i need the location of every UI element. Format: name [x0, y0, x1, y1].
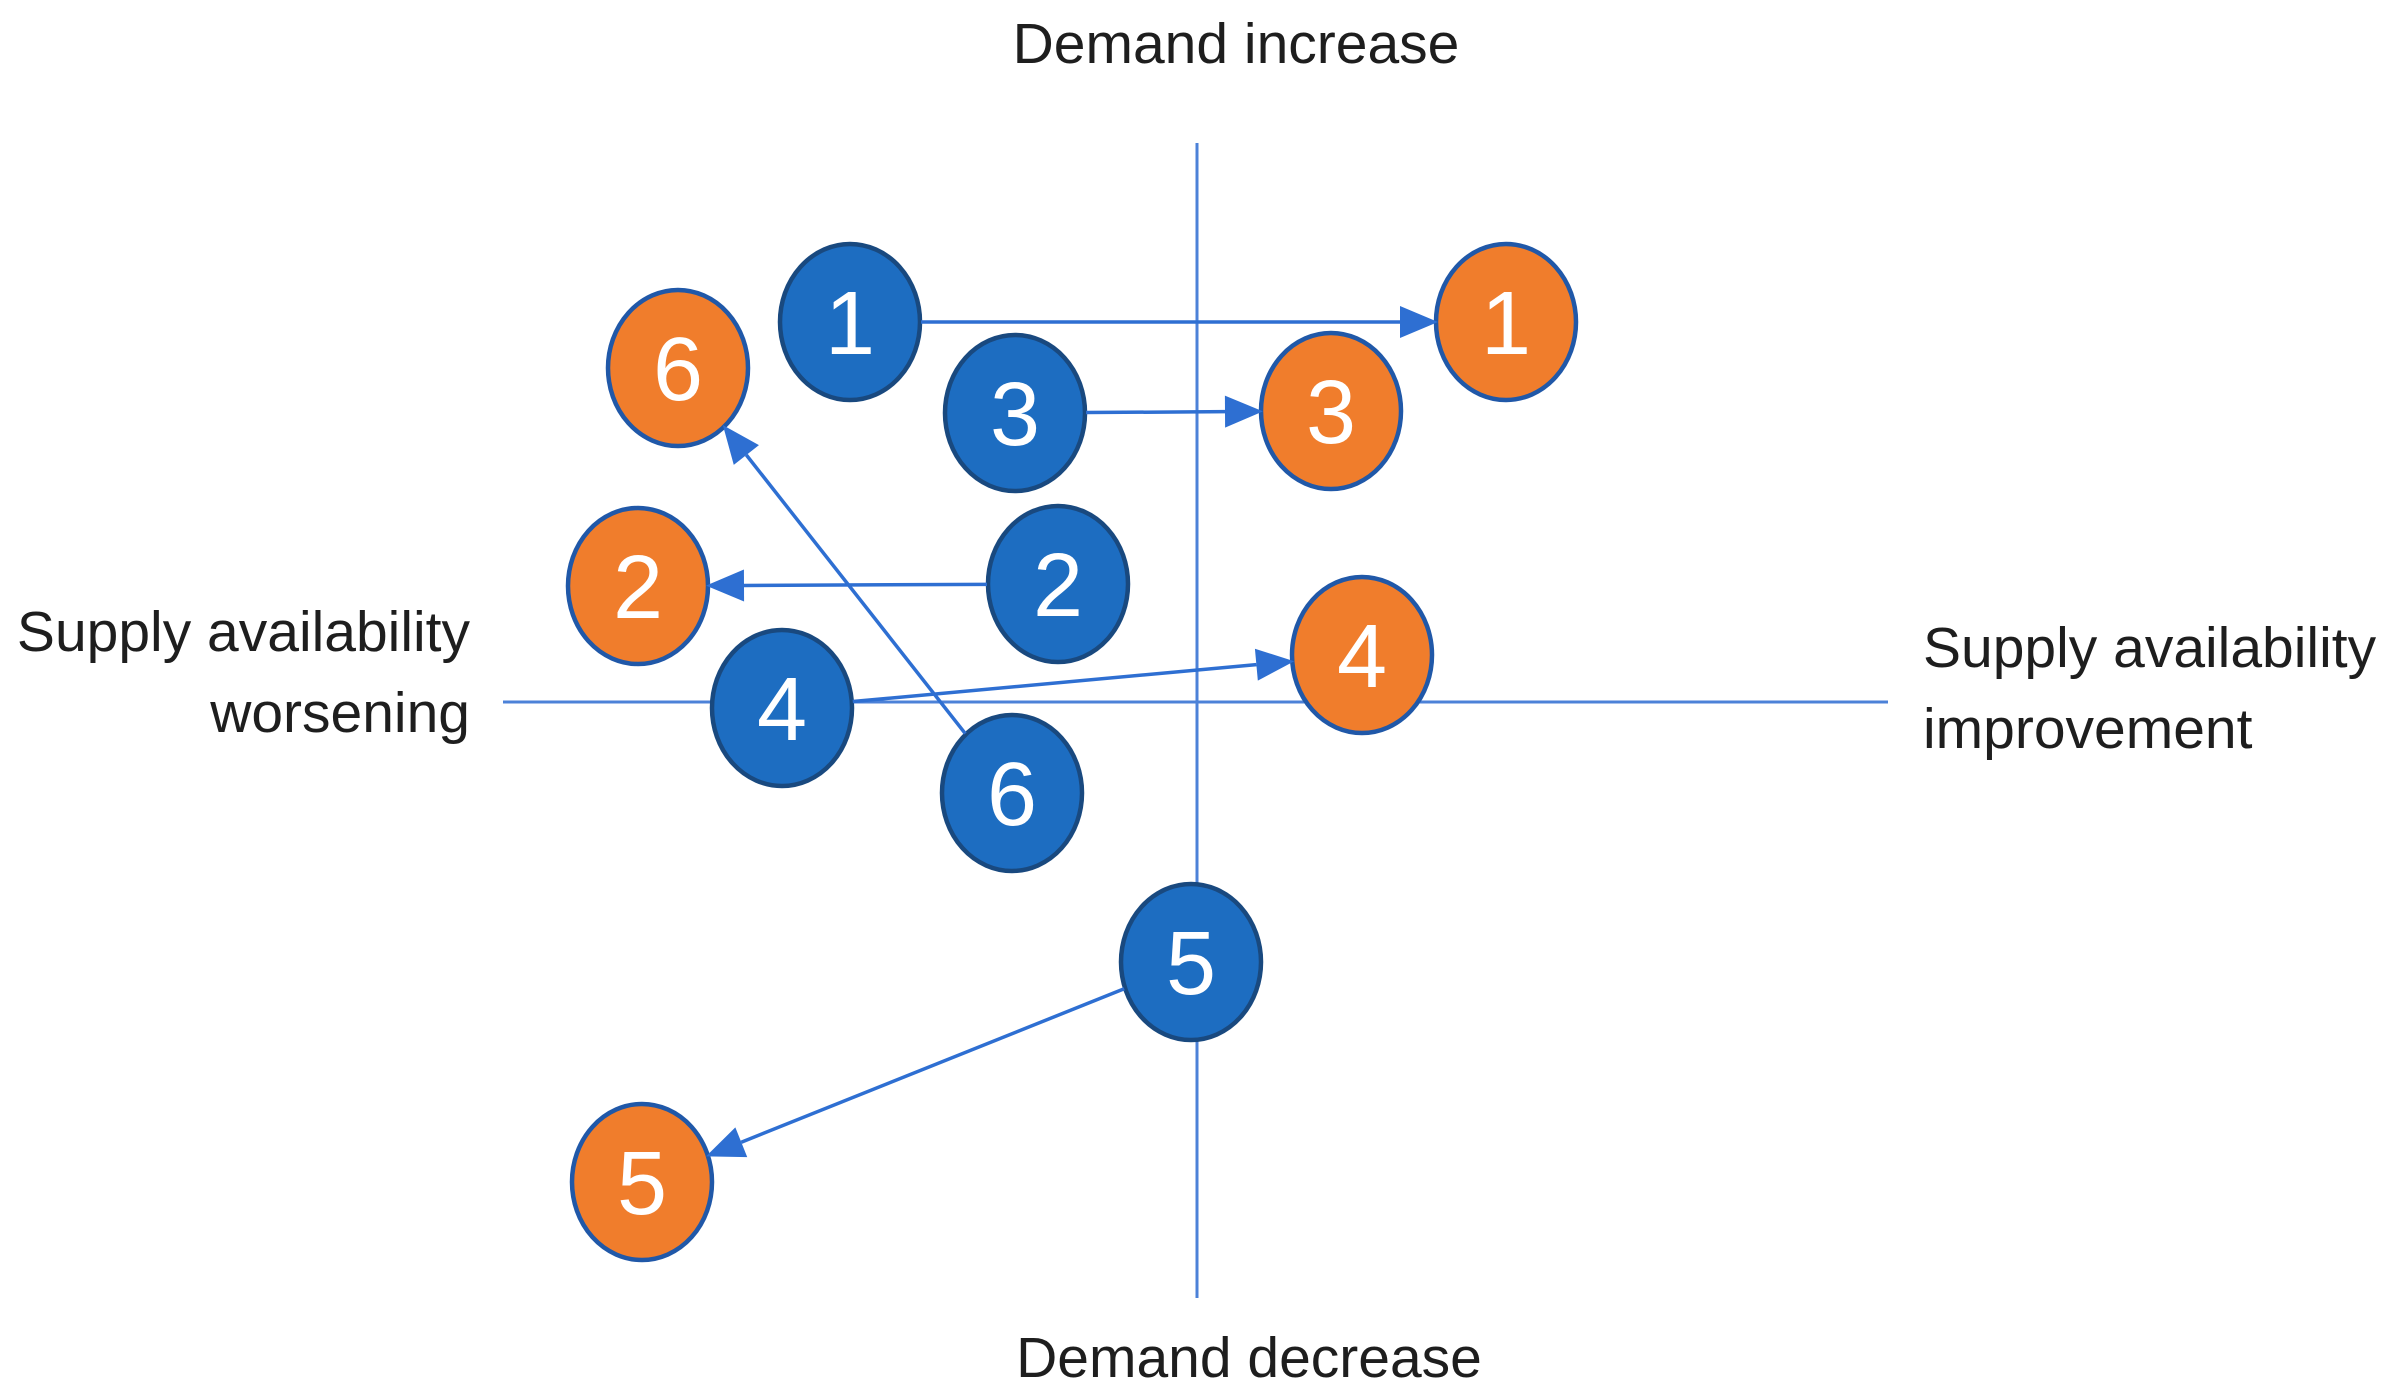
- axis-label-line-2: improvement: [1923, 696, 2253, 761]
- arrowhead-blue-5-to-orange-5: [706, 1127, 748, 1158]
- axis-label-supply-worsening: Supply availability worsening: [17, 592, 470, 754]
- node-label-blue-3: 3: [990, 365, 1040, 465]
- node-label-orange-1: 1: [1481, 274, 1531, 374]
- node-label-orange-3: 3: [1306, 363, 1356, 463]
- node-blue-2: [985, 503, 1131, 665]
- node-orange-6: [605, 287, 751, 449]
- node-label-blue-5: 5: [1166, 914, 1216, 1014]
- axis-label-supply-improvement: Supply availability improvement: [1923, 608, 2376, 770]
- node-label-orange-6: 6: [653, 320, 703, 420]
- axis-label-line-1: Supply availability: [1923, 616, 2377, 680]
- arrow-line-blue-2-to-orange-2: [743, 582, 988, 588]
- arrow-line-blue-6-to-orange-6: [744, 453, 967, 735]
- axis-label-demand-increase: Demand increase: [1012, 12, 1460, 76]
- node-blue-3: [942, 332, 1088, 494]
- arrowhead-blue-2-to-orange-2: [705, 569, 745, 602]
- node-label-orange-5: 5: [617, 1134, 667, 1234]
- node-label-blue-2: 2: [1033, 536, 1083, 636]
- node-blue-4: [709, 627, 855, 789]
- arrowhead-blue-3-to-orange-3: [1224, 395, 1264, 428]
- node-blue-5: [1118, 881, 1264, 1043]
- node-blue-6: [939, 712, 1085, 874]
- axis-label-line-2: worsening: [210, 680, 470, 745]
- arrow-line-blue-5-to-orange-5: [740, 987, 1125, 1144]
- node-label-orange-4: 4: [1337, 607, 1387, 707]
- arrow-line-blue-4-to-orange-4: [852, 662, 1257, 704]
- axis-label-demand-decrease: Demand decrease: [1016, 1326, 1482, 1390]
- arrowhead-blue-6-to-orange-6: [722, 425, 759, 465]
- node-label-blue-1: 1: [825, 274, 875, 374]
- arrowhead-blue-1-to-orange-1: [1400, 306, 1438, 338]
- node-blue-1: [777, 241, 923, 403]
- arrow-line-blue-3-to-orange-3: [1085, 409, 1226, 415]
- axis-label-line-1: Supply availability: [16, 600, 470, 664]
- node-orange-5: [569, 1101, 715, 1263]
- node-label-blue-4: 4: [757, 660, 807, 760]
- arrowhead-blue-4-to-orange-4: [1254, 648, 1295, 681]
- node-label-orange-2: 2: [613, 538, 663, 638]
- node-orange-4: [1289, 574, 1435, 736]
- node-label-blue-6: 6: [987, 745, 1037, 845]
